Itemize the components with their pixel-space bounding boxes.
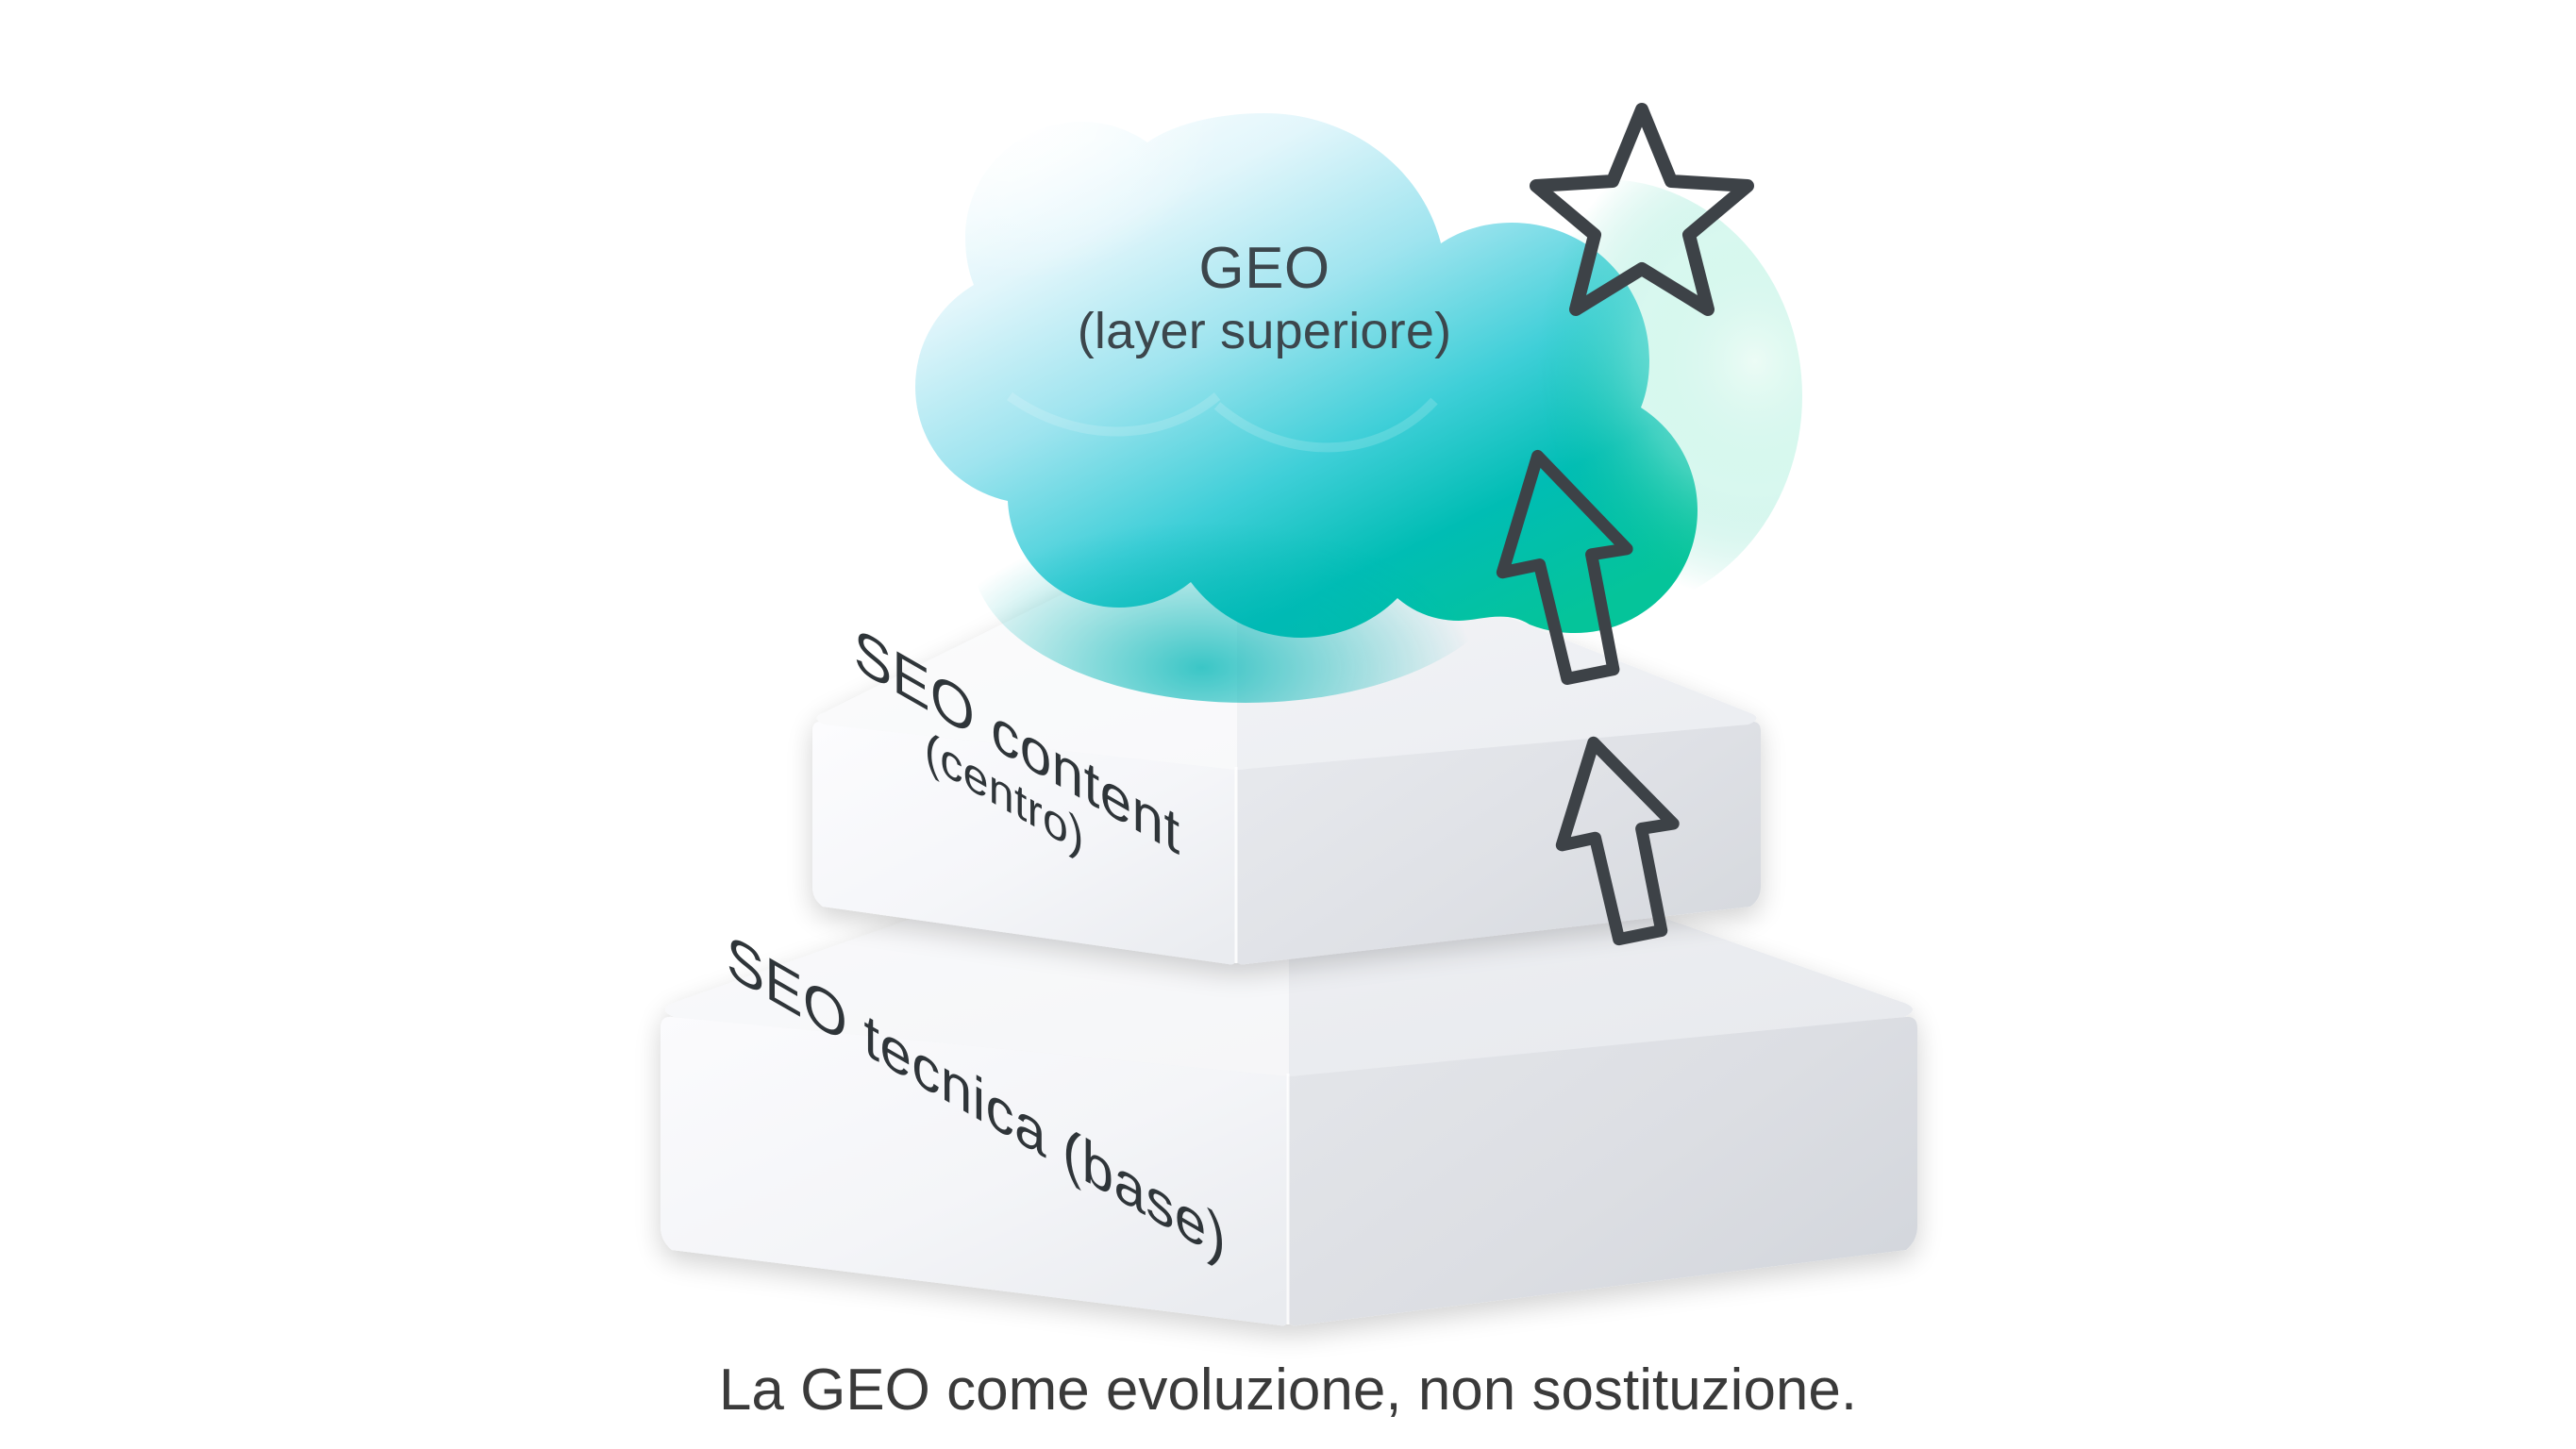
caption-text: La GEO come evoluzione, non sostituzione… [718,1357,1858,1423]
arrow-lower-icon [1555,736,1680,946]
tier-base-left-face [661,1016,1288,1326]
tier-base-slab [661,791,1917,1326]
cloud-shape [901,57,1802,703]
tier-middle-left-face [812,721,1236,965]
cloud-lobe-line-1 [1007,391,1221,437]
tier-base-right-face [1288,1016,1917,1326]
cloud-glow-topleft [901,57,1335,406]
arrow-upper-icon [1496,449,1633,685]
decorative-star-icon [1530,103,1754,316]
cloud-lobe-line-2 [1213,397,1438,453]
cloud-glow-deep [972,410,1519,703]
